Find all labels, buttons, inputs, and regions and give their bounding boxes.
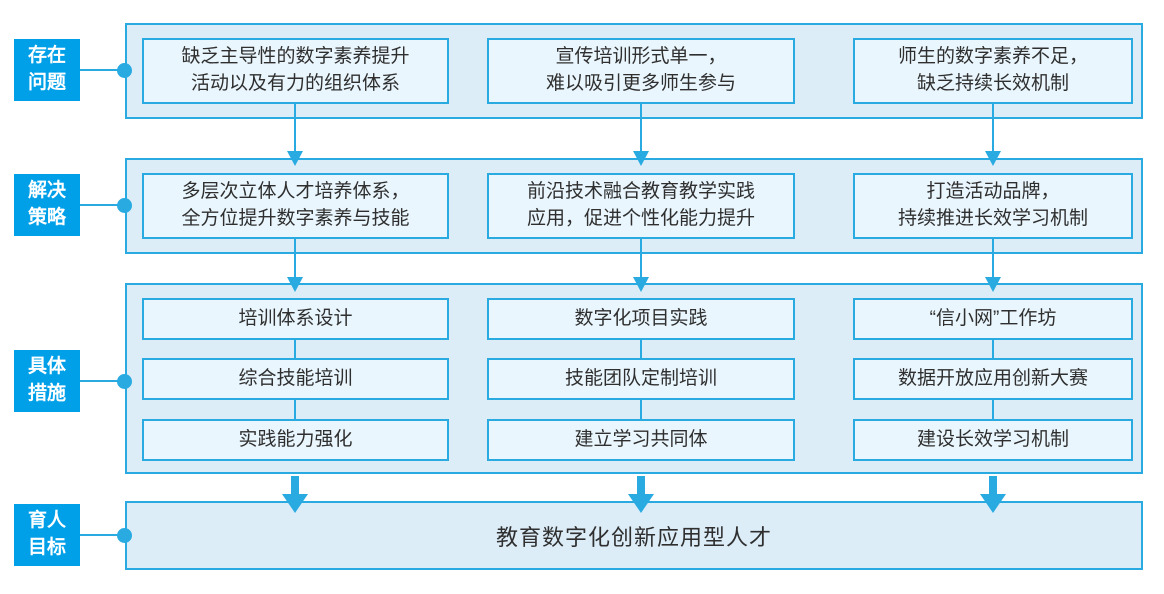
problem-box-2: 宣传培训形式单一， 难以吸引更多师生参与 xyxy=(487,38,795,104)
down-arrow-icon xyxy=(992,239,994,277)
down-arrow-icon xyxy=(628,494,654,513)
tag-connector-line xyxy=(80,204,120,206)
measure-box: 实践能力强化 xyxy=(142,419,449,461)
down-arrow-icon xyxy=(985,277,1001,292)
tag-connector-line xyxy=(80,69,120,71)
tag-goal: 育人 目标 xyxy=(14,504,80,566)
down-arrow-icon xyxy=(291,476,299,495)
tag-connector-line xyxy=(80,380,120,382)
strategy-box-2: 前沿技术融合教育教学实践 应用，促进个性化能力提升 xyxy=(487,173,795,239)
measure-box: 综合技能培训 xyxy=(142,358,449,400)
down-arrow-icon xyxy=(640,104,642,151)
measure-box: 建立学习共同体 xyxy=(487,419,795,461)
strategy-box-1: 多层次立体人才培养体系， 全方位提升数字素养与技能 xyxy=(142,173,449,239)
connector-line xyxy=(640,400,642,419)
measure-box: “信小网”工作坊 xyxy=(853,298,1133,340)
measure-box: 培训体系设计 xyxy=(142,298,449,340)
measure-box: 数字化项目实践 xyxy=(487,298,795,340)
tag-connector-dot xyxy=(117,528,132,543)
tag-connector-dot xyxy=(117,63,132,78)
tag-connector-dot xyxy=(117,198,132,213)
tag-strategies: 解决 策略 xyxy=(14,174,80,236)
connector-line xyxy=(294,400,296,419)
down-arrow-icon xyxy=(980,494,1006,513)
tag-measures: 具体 措施 xyxy=(14,350,80,412)
down-arrow-icon xyxy=(294,239,296,277)
down-arrow-icon xyxy=(282,494,308,513)
down-arrow-icon xyxy=(287,151,303,166)
tag-connector-line xyxy=(80,534,120,536)
down-arrow-icon xyxy=(637,476,645,495)
problem-box-1: 缺乏主导性的数字素养提升 活动以及有力的组织体系 xyxy=(142,38,449,104)
connector-line xyxy=(294,340,296,358)
connector-line xyxy=(640,340,642,358)
down-arrow-icon xyxy=(633,151,649,166)
measure-box: 建设长效学习机制 xyxy=(853,419,1133,461)
down-arrow-icon xyxy=(640,239,642,277)
down-arrow-icon xyxy=(985,151,1001,166)
down-arrow-icon xyxy=(294,104,296,151)
down-arrow-icon xyxy=(992,104,994,151)
goal-text: 教育数字化创新应用型人才 xyxy=(495,524,772,550)
measure-box: 数据开放应用创新大赛 xyxy=(853,358,1133,400)
connector-line xyxy=(992,340,994,358)
down-arrow-icon xyxy=(287,277,303,292)
tag-problems: 存在 问题 xyxy=(14,39,80,101)
down-arrow-icon xyxy=(633,277,649,292)
tag-connector-dot xyxy=(117,374,132,389)
strategy-box-3: 打造活动品牌， 持续推进长效学习机制 xyxy=(853,173,1133,239)
connector-line xyxy=(992,400,994,419)
down-arrow-icon xyxy=(989,476,997,495)
problem-box-3: 师生的数字素养不足， 缺乏持续长效机制 xyxy=(853,38,1133,104)
measure-box: 技能团队定制培训 xyxy=(487,358,795,400)
